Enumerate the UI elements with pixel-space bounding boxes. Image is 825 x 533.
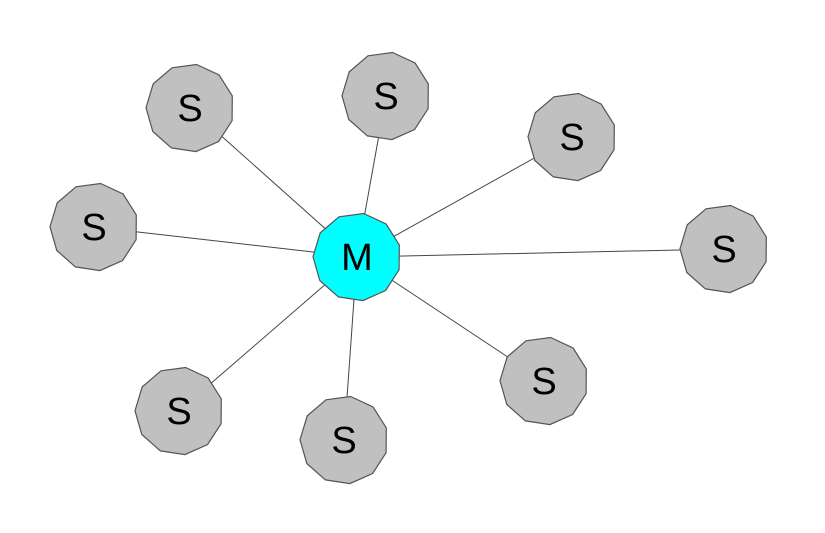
satellite-node-2-shape [527,92,615,182]
satellite-node-7-label: S [531,361,556,403]
satellite-node-5-label: S [166,391,191,433]
master-node-shape [312,212,400,302]
satellite-node-4: S [679,204,767,294]
satellite-node-1: S [341,51,429,141]
satellite-node-6-shape [299,395,387,485]
satellite-node-1-label: S [373,76,398,118]
satellite-node-0: S [145,63,233,153]
satellite-node-7: S [499,336,587,426]
satellite-node-7-shape [499,336,587,426]
satellite-node-2: S [527,92,615,182]
satellite-node-6-label: S [331,420,356,462]
master-node: M [312,212,400,302]
satellite-node-3-shape [49,182,137,272]
satellite-node-0-shape [145,63,233,153]
satellite-node-5-shape [134,366,222,456]
satellite-node-3: S [49,182,137,272]
satellite-node-1-shape [341,51,429,141]
satellite-node-6: S [299,395,387,485]
master-node-label: M [341,237,373,279]
edge-3 [93,226,358,258]
edge-4 [356,248,725,258]
satellite-node-5: S [134,366,222,456]
satellite-node-4-label: S [711,229,736,271]
satellite-node-2-label: S [559,117,584,159]
satellite-node-4-shape [679,204,767,294]
satellite-node-3-label: S [81,207,106,249]
satellite-node-0-label: S [177,88,202,130]
